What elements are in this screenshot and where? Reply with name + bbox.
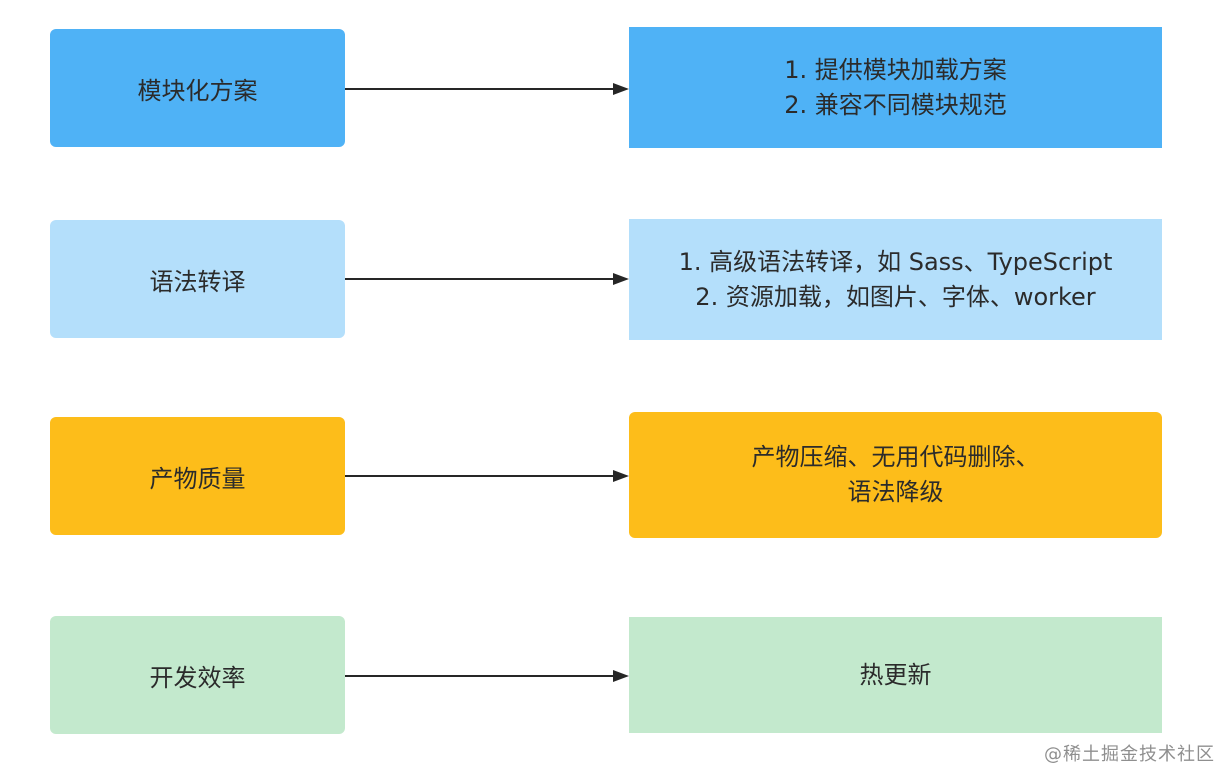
box-dev-efficiency-label: 开发效率 — [149, 663, 246, 692]
box-syntax-transpile-detail: 1. 高级语法转译，如 Sass、TypeScript 2. 资源加载，如图片、… — [629, 219, 1162, 340]
box-output-quality-detail: 产物压缩、无用代码删除、 语法降级 — [629, 412, 1162, 538]
box-dev-efficiency-detail: 热更新 — [629, 617, 1162, 733]
arrow-row-4 — [345, 670, 629, 682]
arrow-row-2 — [345, 273, 629, 285]
detail-line: 产物压缩、无用代码删除、 — [751, 443, 1040, 472]
arrow-row-3 — [345, 470, 629, 482]
box-syntax-transpile: 语法转译 — [50, 220, 345, 338]
brand-watermark: @稀土掘金技术社区 — [1044, 744, 1215, 765]
box-output-quality: 产物质量 — [50, 417, 345, 535]
detail-line: 2. 兼容不同模块规范 — [784, 90, 1007, 119]
box-modularization-detail: 1. 提供模块加载方案 2. 兼容不同模块规范 — [629, 27, 1162, 148]
box-modularization: 模块化方案 — [50, 29, 345, 147]
box-syntax-transpile-label: 语法转译 — [149, 267, 246, 296]
box-output-quality-label: 产物质量 — [149, 464, 246, 493]
arrow-row-1 — [345, 83, 629, 95]
box-modularization-label: 模块化方案 — [137, 76, 258, 105]
detail-line: 2. 资源加载，如图片、字体、worker — [695, 282, 1096, 311]
detail-line: 1. 提供模块加载方案 — [784, 55, 1007, 84]
detail-line: 1. 高级语法转译，如 Sass、TypeScript — [678, 247, 1113, 276]
detail-line: 热更新 — [859, 660, 932, 689]
box-dev-efficiency: 开发效率 — [50, 616, 345, 734]
detail-line: 语法降级 — [847, 478, 944, 506]
